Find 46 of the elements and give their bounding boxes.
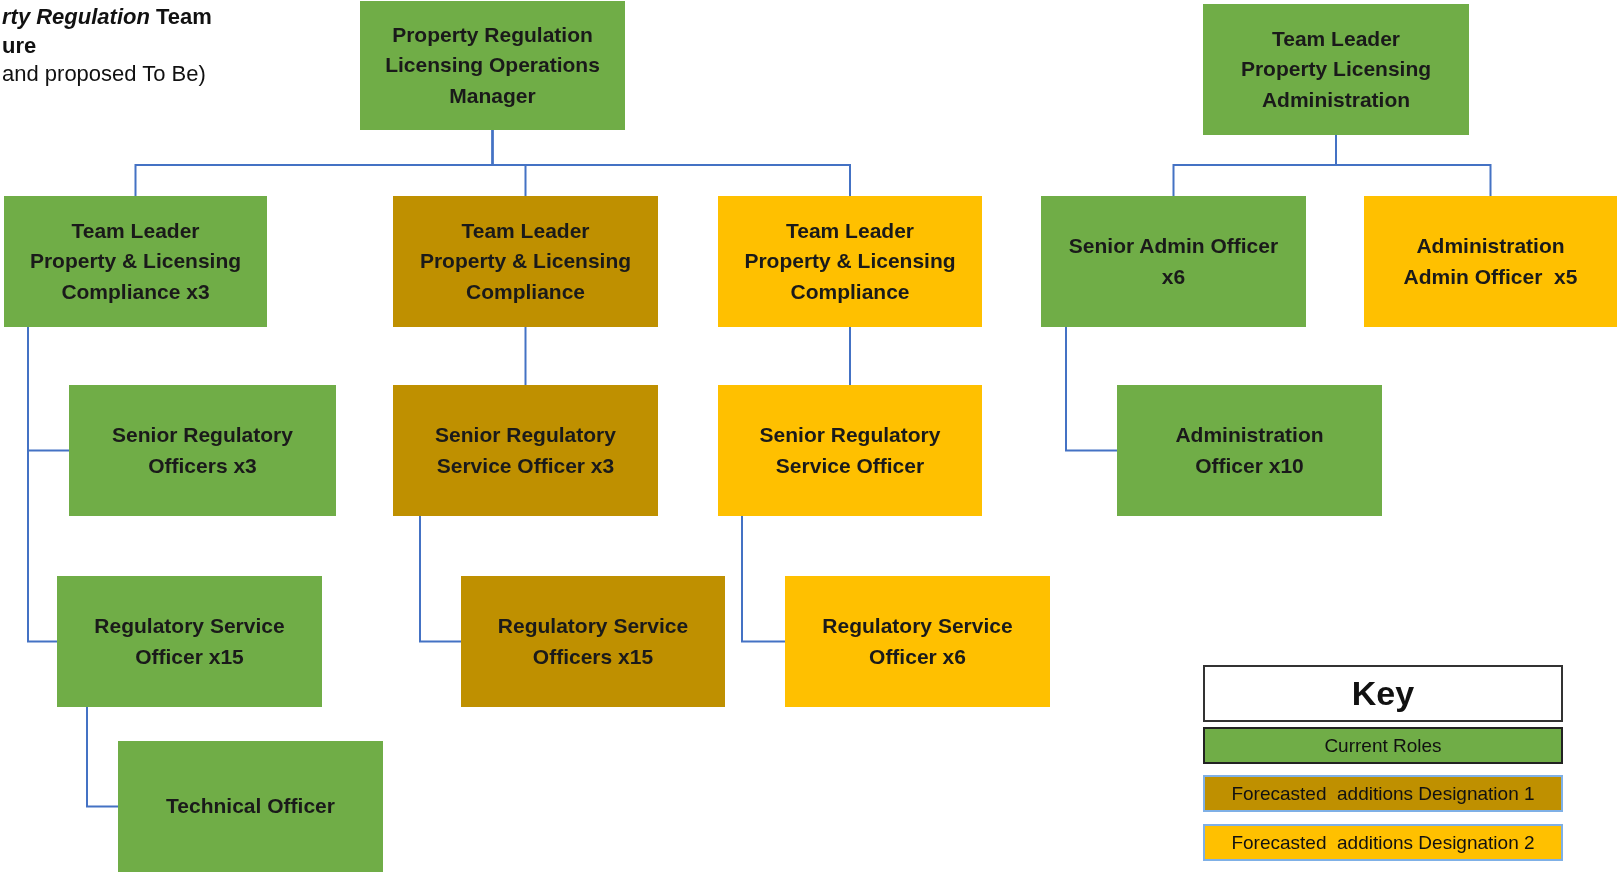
connector-line [1065, 326, 1118, 452]
role-box [69, 385, 336, 516]
legend-entry: Forecasted additions Designation 2 [1203, 824, 1563, 861]
connector-line [849, 326, 851, 386]
role-title: Regulatory Service Officer x15 [93, 613, 286, 670]
role-box [718, 196, 982, 327]
legend-entry: Forecasted additions Designation 1 [1203, 775, 1563, 812]
role-box [461, 576, 725, 707]
role-title: Team Leader Property Licensing Administration [1239, 25, 1433, 113]
role-title: Senior Regulatory Service Officer [758, 422, 942, 479]
connector-line [524, 326, 527, 386]
role-box [393, 385, 658, 516]
key-heading: Key [1203, 665, 1563, 722]
legend-entry: Current Roles [1203, 727, 1563, 764]
role-box [360, 1, 625, 130]
title-text: and proposed To Be) [2, 61, 206, 87]
title-text: ure [2, 33, 37, 59]
role-title: Team Leader Property & Licensing Compliance [743, 217, 957, 305]
role-title: Regulatory Service Officers x15 [496, 613, 690, 670]
role-title: Technical Officer [166, 793, 335, 820]
role-title: Team Leader Property & Licensing Compliance [418, 217, 633, 305]
role-title: Team Leader Property & Licensing Compliance x3 [28, 217, 243, 305]
role-box [4, 196, 267, 327]
connector-line [741, 515, 786, 643]
role-box [1203, 4, 1469, 135]
role-box [118, 741, 383, 872]
role-box [718, 385, 982, 516]
role-title: Senior Regulatory Officers x3 [111, 422, 294, 479]
role-title: Administration Admin Officer x5 [1402, 233, 1579, 290]
connector-line [491, 129, 851, 197]
role-title: Senior Regulatory Service Officer x3 [434, 422, 617, 479]
role-box [393, 196, 658, 327]
role-title: Administration Officer x10 [1174, 422, 1325, 479]
role-title: Senior Admin Officer x6 [1067, 233, 1280, 290]
role-box [785, 576, 1050, 707]
role-title: Property Regulation Licensing Operations Manager [384, 21, 601, 109]
title-text: rty Regulation Team [2, 4, 212, 30]
connector-line [1335, 134, 1492, 197]
role-title: Regulatory Service Officer x6 [821, 613, 1014, 670]
role-box [1117, 385, 1382, 516]
connector-line [86, 706, 119, 808]
role-box [1041, 196, 1306, 327]
connector-line [27, 326, 58, 643]
connector-line [419, 515, 462, 643]
role-box [57, 576, 322, 707]
role-box [1364, 196, 1617, 327]
